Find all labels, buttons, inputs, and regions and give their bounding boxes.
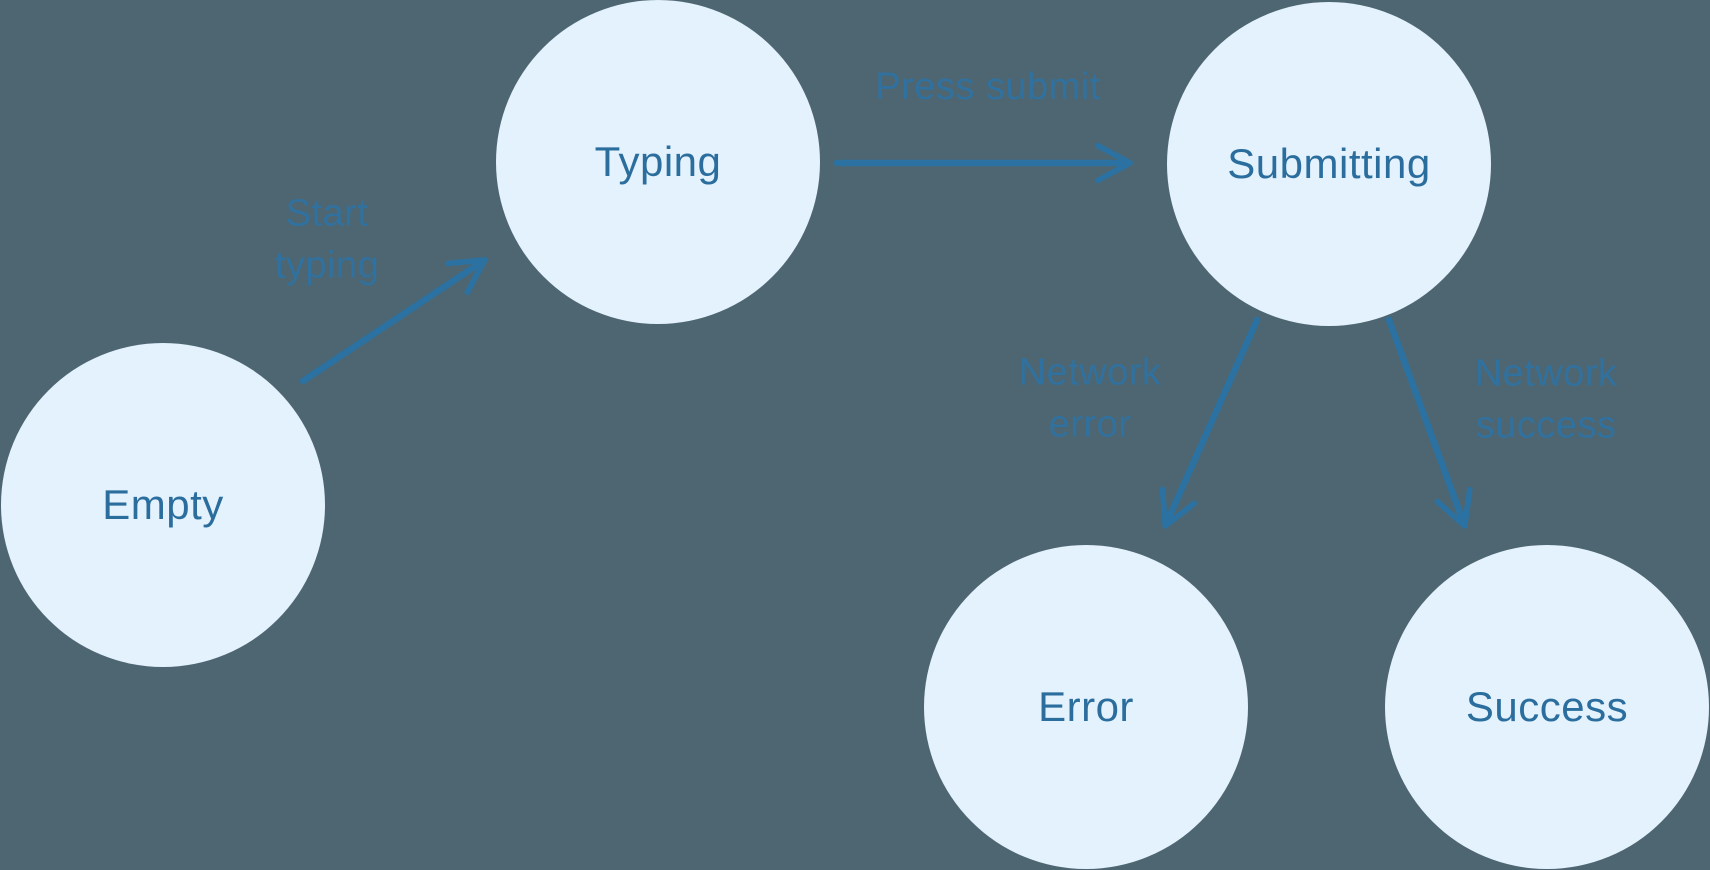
transition-label-network-error: Network error <box>1018 351 1162 446</box>
transition-label-press-submit: Press submit <box>875 65 1101 108</box>
state-node-typing: Typing <box>496 0 820 324</box>
state-node-empty: Empty <box>1 343 325 667</box>
state-node-label: Success <box>1465 683 1629 730</box>
state-node-label: Empty <box>102 481 224 528</box>
transition-label-network-success: Network success <box>1474 352 1618 447</box>
transition-label-start-typing: Start typing <box>274 192 380 287</box>
state-node-label: Submitting <box>1227 140 1431 187</box>
state-node-submitting: Submitting <box>1167 2 1491 326</box>
state-node-label: Typing <box>594 138 722 185</box>
state-node-error: Error <box>924 545 1248 869</box>
state-node-success: Success <box>1385 545 1709 869</box>
state-node-label: Error <box>1038 683 1134 730</box>
